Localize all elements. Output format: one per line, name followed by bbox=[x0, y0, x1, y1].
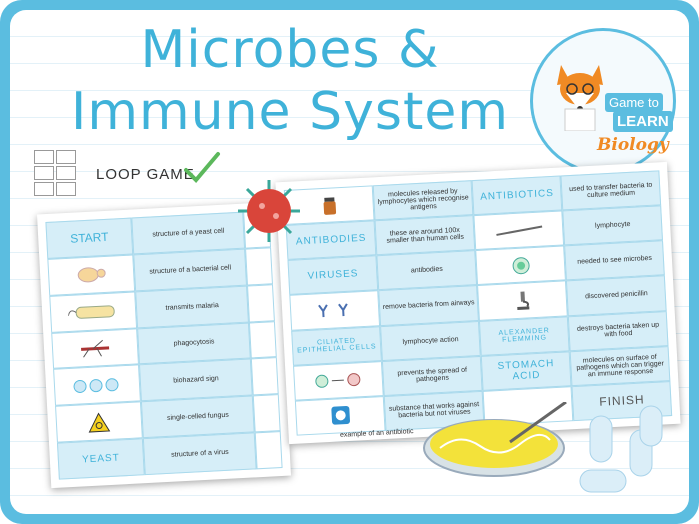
card-cell: destroys bacteria taken up with food bbox=[568, 310, 669, 351]
logo-text-biology: Biology bbox=[597, 135, 669, 155]
card-cell: ALEXANDER FLEMMING bbox=[478, 315, 570, 356]
lymphocyte-icon bbox=[475, 245, 567, 286]
bacteria-cells-icon bbox=[579, 405, 663, 493]
card-cell: structure of a bacterial cell bbox=[133, 248, 248, 292]
microscope-icon bbox=[477, 280, 569, 321]
card-cell: YEAST bbox=[56, 438, 145, 480]
card-cell: single-celled fungus bbox=[141, 395, 255, 439]
card-cell: transmits malaria bbox=[135, 285, 250, 328]
card-cell: remove bacteria from airways bbox=[378, 285, 479, 326]
card-cell bbox=[245, 247, 273, 286]
petri-dish-icon bbox=[423, 402, 567, 477]
inoculating-loop-icon bbox=[473, 210, 565, 251]
card-cell bbox=[252, 394, 281, 433]
biohazard-icon bbox=[55, 401, 143, 443]
virus-icon bbox=[238, 180, 300, 242]
yeast-cell-icon bbox=[47, 254, 136, 296]
card-cell: START bbox=[45, 217, 134, 259]
title-line-2: Immune System bbox=[71, 82, 509, 142]
phagocytosis-icon bbox=[53, 364, 142, 407]
loop-card-right: molecules released by lymphocytes which … bbox=[275, 161, 681, 445]
card-cell bbox=[254, 431, 283, 470]
game-to-learn-logo: Game to LEARN Biology bbox=[530, 28, 676, 174]
card-cell: structure of a yeast cell bbox=[131, 211, 246, 255]
card-cell: phagocytosis bbox=[137, 322, 251, 365]
antibody-icon bbox=[289, 290, 381, 331]
card-cell: molecules on surface of pathogens which … bbox=[569, 345, 671, 387]
card-cell: biohazard sign bbox=[139, 358, 253, 402]
fox-scientist-icon bbox=[557, 65, 603, 131]
checkmark-icon bbox=[184, 152, 220, 183]
card-cell: VIRUSES bbox=[287, 255, 379, 296]
card-cell: molecules released by lymphocytes which … bbox=[372, 180, 474, 221]
card-cell: prevents the spread of pathogens bbox=[382, 355, 483, 396]
card-cell bbox=[250, 357, 279, 396]
card-cell: lymphocyte bbox=[562, 205, 663, 246]
card-cell: used to transfer bacteria to culture med… bbox=[560, 170, 662, 211]
card-cell: lymphocyte action bbox=[380, 320, 481, 361]
title-line-1: Microbes & bbox=[140, 20, 440, 80]
hand-washing-icon bbox=[294, 395, 386, 436]
card-cell bbox=[247, 283, 275, 323]
card-cell: ANTIBIOTICS bbox=[471, 175, 563, 216]
medicine-bottle-icon bbox=[283, 185, 375, 226]
card-cell: CILIATED EPITHELIAL CELLS bbox=[291, 325, 383, 366]
mosquito-icon bbox=[51, 327, 140, 370]
bacterium-icon bbox=[49, 291, 138, 333]
card-cell: STOMACH ACID bbox=[480, 350, 572, 391]
card-cell: discovered penicillin bbox=[566, 275, 667, 316]
loop-card-left: START structure of a yeast cell structur… bbox=[36, 201, 292, 489]
card-cell: antibodies bbox=[376, 250, 478, 291]
logo-text-game-to: Game to bbox=[605, 93, 663, 112]
card-cell bbox=[249, 320, 277, 359]
logo-text-learn: LEARN bbox=[613, 111, 673, 132]
card-cell: structure of a virus bbox=[142, 432, 257, 476]
phagocyte-icon bbox=[293, 360, 385, 401]
card-cell: needed to see microbes bbox=[564, 240, 665, 281]
loop-game-label: LOOP GAME bbox=[96, 166, 195, 183]
loop-cards-icon bbox=[34, 150, 86, 198]
card-cell: these are around 100x smaller than human… bbox=[374, 215, 476, 256]
